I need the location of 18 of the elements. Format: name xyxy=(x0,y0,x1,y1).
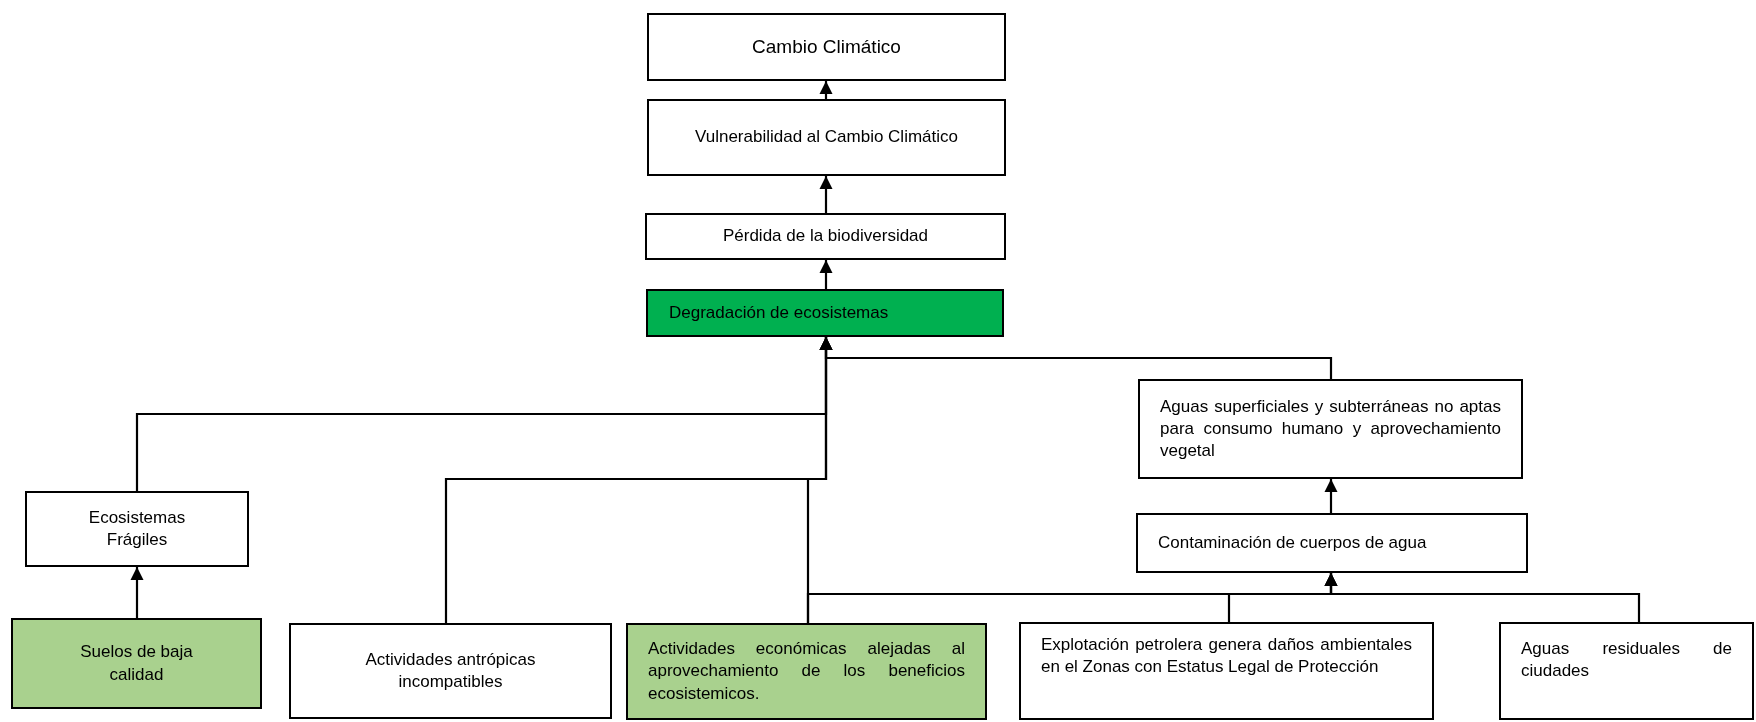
arrow xyxy=(806,573,1338,623)
arrow xyxy=(819,176,833,213)
process-box: Explotación petrolera genera daños ambientales en el Zonas con Estatus Legal de Protección xyxy=(1019,622,1434,720)
arrow xyxy=(819,81,833,99)
process-box: Actividades económicas alejadas al aprovechamiento de los beneficios ecosistemicos. xyxy=(626,623,987,720)
process-box: Aguas residuales de ciudades xyxy=(1499,622,1754,720)
process-box: Cambio Climático xyxy=(647,13,1006,81)
process-box: Degradación de ecosistemas xyxy=(646,289,1004,337)
process-box: Suelos de baja calidad xyxy=(11,618,262,709)
arrow xyxy=(1324,479,1338,513)
process-box: Ecosistemas Frágiles xyxy=(25,491,249,567)
process-box: Pérdida de la biodiversidad xyxy=(645,213,1006,260)
arrow xyxy=(130,567,144,618)
process-box: Aguas superficiales y subterráneas no aptas para consumo humano y aprovechamiento vegetal xyxy=(1138,379,1523,479)
arrow xyxy=(819,260,833,289)
process-box: Vulnerabilidad al Cambio Climático xyxy=(647,99,1006,176)
process-box: Contaminación de cuerpos de agua xyxy=(1136,513,1528,573)
process-box: Actividades antrópicas incompatibles xyxy=(289,623,612,719)
